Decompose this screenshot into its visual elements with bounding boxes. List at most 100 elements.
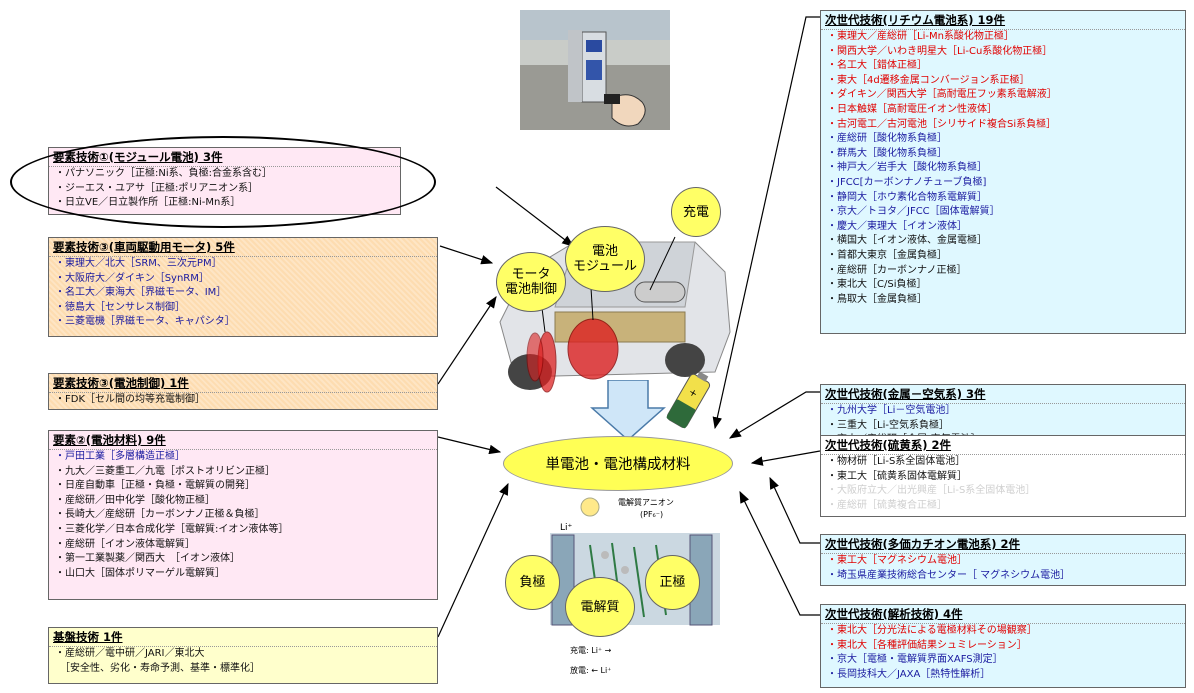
cell-materials-ellipse: 単電池・電池構成材料 — [503, 436, 733, 491]
lithium-list: ・東理大／産総研［Li-Mn系酸化物正極］ ・関西大学／いわき明星大［Li-Cu系… — [821, 29, 1185, 307]
list-item: ・長崎大／産総研［カーボンナノ正極＆負極］ — [55, 509, 265, 521]
list-item: ・三重大［Li-空気系負極］ — [827, 419, 949, 431]
list-item: ・首都大東京［金属負極］ — [827, 249, 947, 261]
list-item: ・山口大［固体ポリマーゲル電解質］ — [55, 567, 225, 579]
list-item: ・産総研［硫黄複合正極］ — [827, 499, 947, 511]
list-item: ・産総研［イオン液体電解質］ — [55, 538, 195, 550]
motor-title: 要素技術③(車両駆動用モータ) 5件 — [53, 240, 235, 254]
metal-air-title: 次世代技術(金属－空気系) 3件 — [825, 387, 986, 401]
list-item: ・産総研［酸化物系負極］ — [827, 133, 947, 145]
list-item: ・神戸大／岩手大［酸化物系負極］ — [827, 162, 987, 174]
list-item: ・関西大学／いわき明星大［Li-Cu系酸化物正極］ — [827, 45, 1053, 57]
list-item: ・静岡大［ホウ素化合物系電解質］ — [827, 191, 987, 203]
list-item: ・産総研／田中化学［酸化物正極］ — [55, 494, 215, 506]
list-item: ・古河電工／古河電池［シリサイド複合Si系負極］ — [827, 118, 1057, 130]
battery-material-title: 要素②(電池材料) 9件 — [53, 433, 166, 447]
multivalent-list: ・東工大［マグネシウム電池］ ・埼玉県産業技術総合センター［ マグネシウム電池］ — [821, 553, 1185, 583]
arrow-motor — [439, 245, 494, 265]
base-tech-title: 基盤技術 1件 — [53, 630, 123, 644]
list-item: ・物材研［Li-S系全固体電池］ — [827, 456, 966, 467]
discharge-row: 放電: ← Li⁺ — [570, 665, 611, 675]
electrolyte-bubble: 電解質 — [565, 577, 635, 637]
motor-list: ・東理大／北大［SRM、三次元PM］ ・大阪府大／ダイキン［SynRM］ ・名工大／… — [49, 256, 437, 330]
list-item: ・東北大［C/Si負極］ — [827, 279, 927, 291]
list-item: ・産総研［カーボンナノ正極］ — [827, 264, 967, 276]
multivalent-box: 次世代技術(多価カチオン電池系) 2件 ・東工大［マグネシウム電池］ ・埼玉県産業… — [820, 534, 1186, 586]
anion-formula: (PF₆⁻) — [640, 510, 663, 519]
list-item: ・九大／三菱重工／九電［ポストオリビン正極］ — [55, 465, 275, 477]
down-arrow — [590, 380, 666, 442]
battery-material-box: 要素②(電池材料) 9件 ・戸田工業［多層構造正極］ ・九大／三菱重工／九電［ポス… — [48, 430, 438, 600]
arrow-metal-air — [728, 391, 820, 439]
list-item: ・日産自動車［正極・負極・電解質の開発］ — [55, 480, 255, 492]
list-item: ・名工大［錯体正極］ — [827, 60, 927, 72]
list-item: ・京大［電極・電解質界面XAFS測定］ — [827, 654, 1003, 666]
list-item: ・長岡技科大／JAXA［熱特性解析］ — [827, 668, 991, 680]
list-item: ・日本触媒［高耐電圧イオン性液体］ — [827, 103, 997, 115]
charging-station-photo — [520, 10, 670, 130]
list-item: ・ダイキン／関西大学［高耐電圧フッ素系電解液］ — [827, 89, 1057, 101]
arrow-base — [437, 482, 509, 638]
list-item: ・鳥取大［金属負極］ — [827, 293, 927, 305]
list-item: ・東理大／北大［SRM、三次元PM］ — [55, 258, 222, 269]
sulfur-box: 次世代技術(硫黄系) 2件 ・物材研［Li-S系全固体電池］ ・東工大［硫黄系固体… — [820, 435, 1186, 517]
analysis-box: 次世代技術(解析技術) 4件 ・東北大［分光法による電極材料その場観察］・東北大… — [820, 604, 1186, 688]
anion-label: 電解質アニオン — [618, 497, 674, 507]
arrow-control — [437, 296, 497, 385]
motor-box: 要素技術③(車両駆動用モータ) 5件 ・東理大／北大［SRM、三次元PM］ ・大阪… — [48, 237, 438, 337]
list-item: ・FDK［セル間の均等充電制御］ — [55, 394, 206, 405]
lithium-title: 次世代技術(リチウム電池系) 19件 — [825, 13, 1006, 27]
negative-electrode-bubble: 負極 — [505, 555, 560, 610]
list-item: ・東北大［各種評価結果シュミレーション］ — [827, 639, 1027, 651]
multivalent-title: 次世代技術(多価カチオン電池系) 2件 — [825, 537, 1021, 551]
arrow-material — [437, 436, 502, 455]
sulfur-title: 次世代技術(硫黄系) 2件 — [825, 438, 952, 452]
highlight-ellipse — [10, 136, 436, 228]
list-item: ・三菱化学／日本合成化学［電解質:イオン液体等］ — [55, 523, 289, 535]
list-item: ・埼玉県産業技術総合センター［ マグネシウム電池］ — [827, 569, 1071, 581]
arrow-module — [495, 186, 574, 247]
analysis-list: ・東北大［分光法による電極材料その場観察］ ・東北大［各種評価結果シュミレーション… — [821, 623, 1185, 682]
arrow-analysis — [739, 490, 820, 616]
list-item: ・東工大［硫黄系固体電解質］ — [827, 470, 967, 482]
charge-bubble: 充電 — [671, 187, 721, 237]
list-item: ・三菱電機［界磁モータ、キャパシタ］ — [55, 316, 235, 328]
battery-material-list: ・戸田工業［多層構造正極］ ・九大／三菱重工／九電［ポストオリビン正極］ ・日産自動… — [49, 449, 437, 581]
list-item: ・慶大／東理大［イオン液体］ — [827, 220, 967, 232]
battery-control-box: 要素技術③(電池制御) 1件 ・FDK［セル間の均等充電制御］ — [48, 373, 438, 410]
arrow-multivalent — [769, 476, 820, 544]
battery-icon: + — [666, 371, 711, 429]
battery-control-title: 要素技術③(電池制御) 1件 — [53, 376, 189, 390]
list-item: ・名工大／東海大［界磁モータ、IM］ — [55, 287, 227, 299]
li-ion-label: Li⁺ — [560, 523, 573, 533]
list-item: ・戸田工業［多層構造正極］ — [55, 451, 185, 462]
list-item: ・大阪府大／ダイキン［SynRM］ — [55, 272, 209, 284]
sulfur-list: ・物材研［Li-S系全固体電池］ ・東工大［硫黄系固体電解質］ ・大阪府立大／出光興… — [821, 454, 1185, 514]
list-item: ・群馬大［酸化物系負極］ — [827, 147, 947, 159]
lithium-box: 次世代技術(リチウム電池系) 19件 ・東理大／産総研［Li-Mn系酸化物正極］… — [820, 10, 1186, 334]
list-item: ・東工大［マグネシウム電池］ — [827, 555, 967, 566]
list-item: ・京大／トヨタ／JFCC［固体電解質］ — [827, 206, 1000, 218]
arrow-lithium — [712, 16, 820, 430]
battery-control-list: ・FDK［セル間の均等充電制御］ — [49, 392, 437, 408]
list-item: ・横国大［イオン液体、金属電極］ — [827, 235, 987, 247]
module-bubble: 電池 モジュール — [565, 226, 645, 292]
list-item: ・産総研／電中研／JARI／東北大 — [55, 648, 205, 659]
list-item: ・大阪府立大／出光興産［Li-S系全固体電池］ — [827, 485, 1036, 497]
list-item: ・東北大［分光法による電極材料その場観察］ — [827, 625, 1037, 636]
list-item: ・JFCC[カーボンナノチューブ負極] — [827, 176, 987, 188]
analysis-title: 次世代技術(解析技術) 4件 — [825, 607, 963, 621]
list-item: ・徳島大［センサレス制御］ — [55, 301, 185, 313]
charge-row: 充電: Li⁺ → — [570, 645, 612, 655]
base-tech-box: 基盤技術 1件 ・産総研／電中研／JARI／東北大 ［安全性、劣化・寿命予測、基… — [48, 627, 438, 684]
list-item: ・東理大／産総研［Li-Mn系酸化物正極］ — [827, 31, 1014, 42]
list-item: ［安全性、劣化・寿命予測、基準・標準化］ — [55, 662, 260, 674]
base-tech-list: ・産総研／電中研／JARI／東北大 ［安全性、劣化・寿命予測、基準・標準化］ — [49, 646, 437, 676]
list-item: ・東大［4d遷移金属コンバージョン系正極］ — [827, 74, 1030, 86]
list-item: ・九州大学［Li－空気電池］ — [827, 405, 956, 416]
positive-electrode-bubble: 正極 — [645, 555, 700, 610]
arrow-sulfur — [750, 450, 821, 466]
list-item: ・第一工業製薬／関西大 ［イオン液体］ — [55, 553, 240, 565]
motor-control-bubble: モータ 電池制御 — [496, 252, 566, 312]
